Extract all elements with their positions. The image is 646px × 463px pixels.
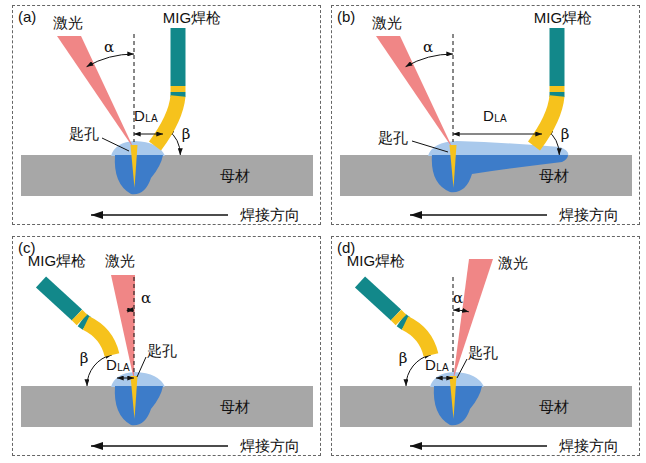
laser-beam (376, 36, 453, 149)
laser-beam (453, 259, 493, 380)
laser-label: 激光 (372, 15, 402, 30)
torch-label: MIG焊枪 (163, 10, 221, 25)
angle-label: β (182, 127, 191, 142)
dimension-subscript: LA (494, 114, 506, 124)
keyhole (131, 376, 138, 419)
keyhole (131, 145, 138, 188)
base-metal: 母材 (21, 386, 313, 427)
leader-line (137, 357, 146, 377)
angle-label: β (561, 127, 570, 142)
angle-label: α (423, 40, 433, 55)
laser-beam (57, 36, 134, 149)
dimension-line (436, 378, 453, 379)
direction-arrow (91, 445, 228, 447)
process-illustration (13, 6, 322, 226)
laser-label: 激光 (53, 15, 83, 30)
base-metal: 母材 (340, 386, 632, 427)
keyhole-label: 匙孔 (468, 345, 498, 360)
torch-body (550, 28, 565, 86)
direction-arrow (91, 214, 228, 216)
material-label: 母材 (539, 168, 569, 183)
dimension-line (117, 378, 134, 379)
weld-pool (434, 386, 482, 425)
torch-body (41, 282, 77, 315)
material-label: 母材 (220, 399, 250, 414)
torch-body (360, 282, 396, 315)
dimension-subscript: LA (117, 363, 129, 373)
leader-line (412, 141, 448, 152)
angle-label: β (399, 351, 408, 366)
dimension-line (134, 134, 163, 135)
torch-nozzle (155, 96, 178, 146)
torch-label: MIG焊枪 (534, 10, 592, 25)
dimension-subscript: LA (145, 114, 157, 124)
direction-arrow (410, 214, 547, 216)
keyhole-label: 匙孔 (147, 343, 177, 358)
angle-arc (406, 54, 453, 67)
direction-label: 焊接方向 (559, 438, 619, 453)
laser-label: 激光 (498, 255, 528, 270)
torch-nozzle (534, 96, 557, 146)
torch-nozzle (405, 323, 431, 355)
weld-pool (115, 386, 163, 425)
dimension-label: D (106, 357, 117, 372)
keyhole (450, 376, 457, 419)
normal-line (134, 277, 135, 373)
direction-label: 焊接方向 (240, 438, 300, 453)
leader-line (457, 359, 467, 378)
torch-nozzle (86, 323, 112, 355)
torch-band (171, 86, 186, 92)
keyhole (450, 145, 457, 188)
dimension-label: D (483, 108, 494, 123)
direction-label: 焊接方向 (240, 207, 300, 222)
torch-label: MIG焊枪 (347, 253, 405, 268)
direction-arrow (410, 445, 547, 447)
angle-label: α (453, 291, 463, 306)
keyhole-label: 匙孔 (378, 130, 408, 145)
angle-arc (127, 310, 134, 311)
torch-body (171, 28, 186, 86)
weld-pool (115, 155, 163, 194)
dimension-label: D (134, 108, 145, 123)
torch-band (77, 315, 82, 320)
panel-tag: (b) (337, 9, 355, 24)
weld-pool-surface (428, 141, 568, 156)
material-label: 母材 (220, 168, 250, 183)
material-label: 母材 (539, 399, 569, 414)
angle-arc (453, 310, 469, 312)
angle-label: β (80, 351, 89, 366)
dimension-label: D (425, 357, 436, 372)
weld-pool-surface (430, 372, 484, 387)
panel-tag: (a) (18, 9, 36, 24)
direction-label: 焊接方向 (559, 207, 619, 222)
angle-arc (87, 54, 134, 67)
normal-line (453, 34, 454, 142)
dimension-subscript: LA (436, 363, 448, 373)
torch-band (550, 86, 565, 92)
base-metal: 母材 (21, 155, 313, 196)
angle-label: α (141, 291, 151, 306)
keyhole-label: 匙孔 (69, 126, 99, 141)
laser-label: 激光 (105, 253, 135, 268)
dimension-line (453, 134, 542, 135)
angle-label: α (104, 40, 114, 55)
normal-line (134, 34, 135, 142)
leader-line (102, 138, 129, 151)
torch-band (396, 315, 401, 320)
panel-frame: 母材 (a) (12, 5, 321, 225)
torch-label: MIG焊枪 (28, 253, 86, 268)
